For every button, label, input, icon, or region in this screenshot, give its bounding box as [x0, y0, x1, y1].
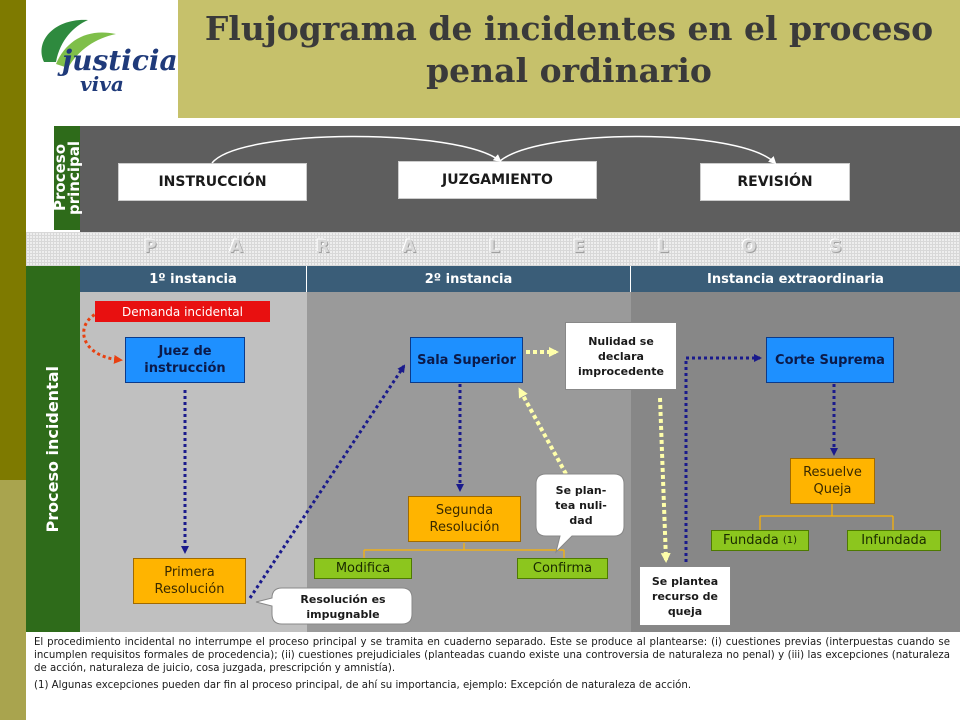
nulidad-improcedente: Nulidad se declara improcedente [565, 322, 677, 390]
segunda-resolucion: Segunda Resolución [408, 496, 521, 542]
stage-juzgamiento: JUZGAMIENTO [398, 161, 597, 199]
logo: justicia viva [26, 0, 178, 118]
callout-plantea-nulidad-bubble [535, 473, 625, 554]
incidental-label: Proceso incidental [26, 266, 80, 632]
page-title: Flujograma de incidentes en el proceso p… [204, 9, 934, 90]
arc-juzgamiento-revision [499, 135, 777, 165]
paralelos-letter: A [229, 237, 243, 257]
resolucion-impugnable: Resolución es impugnable [300, 593, 386, 621]
logo-text-sub: viva [80, 72, 124, 96]
sala-superior: Sala Superior [410, 337, 523, 383]
plantea-nulidad: Se plan- tea nuli- dad [555, 483, 607, 527]
column-header-3: Instancia extraordinaria [631, 266, 960, 292]
arrow-plantea-nulidad-sala [518, 387, 568, 475]
column-header-1: 1º instancia [80, 266, 307, 292]
paralelos-band [26, 232, 960, 266]
divider [26, 118, 960, 126]
arc-instruccion-juzgamiento [211, 135, 502, 164]
paralelos-letter: S [829, 237, 842, 257]
fundada-label: Fundada [723, 533, 779, 548]
footnote-1: (1) Algunas excepciones pueden dar fin a… [34, 680, 692, 691]
fundada-note: (1) [782, 535, 797, 546]
modifica: Modifica [314, 558, 412, 579]
recurso-queja: Se plantea recurso de queja [639, 566, 731, 626]
paralelos-letter: P [144, 237, 157, 257]
paralelos-letter: L [488, 237, 500, 257]
confirma: Confirma [517, 558, 608, 579]
logo-text-main: justicia [62, 44, 178, 77]
tree-resuelve-branches [759, 504, 894, 530]
fundada: Fundada (1) [711, 530, 809, 551]
left-accent-bar [0, 0, 26, 480]
infundada: Infundada [847, 530, 941, 551]
title-banner [178, 0, 960, 118]
arrow-primera-sala [248, 364, 406, 599]
callout-impugnable-bubble [255, 587, 413, 625]
logo-swoosh-icon [41, 19, 116, 68]
paralelos-letter: A [402, 237, 416, 257]
arrow-recurso-corte [684, 354, 762, 562]
tree-segunda-branches [363, 543, 565, 558]
footnote-area: El procedimiento incidental no interrump… [26, 632, 960, 720]
left-accent-bar-lower [0, 480, 26, 720]
main-process-label: Proceso principal [51, 126, 83, 230]
paralelos-letter: O [741, 237, 757, 257]
primera-resolucion: Primera Resolución [133, 558, 246, 604]
juez-instruccion: Juez de instrucción [125, 337, 245, 383]
arrow-nulidad-recurso [658, 397, 671, 563]
paralelos-text: P A R A L E L O S [26, 237, 960, 261]
resuelve-queja: Resuelve Queja [790, 458, 875, 504]
paralelos-letter: R [316, 237, 330, 257]
paralelos-letter: L [657, 237, 669, 257]
paralelos-letter: E [573, 237, 585, 257]
stage-instruccion: INSTRUCCIÓN [118, 163, 307, 201]
corte-suprema: Corte Suprema [766, 337, 894, 383]
demanda-incidental: Demanda incidental [95, 301, 270, 322]
footnote-main: El procedimiento incidental no interrump… [34, 637, 950, 674]
arrow-demanda-juez [82, 310, 123, 364]
column-header-2: 2º instancia [307, 266, 631, 292]
